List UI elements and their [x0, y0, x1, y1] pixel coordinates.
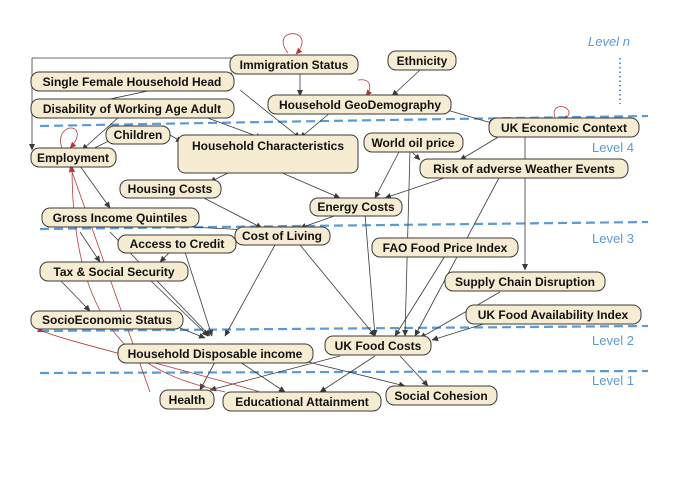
- edge: [399, 355, 429, 387]
- edge: [431, 321, 491, 342]
- node-cost-of-living: Cost of Living: [234, 226, 331, 246]
- svg-text:Gross Income Quintiles: Gross Income Quintiles: [53, 211, 188, 225]
- level-labels: Level n Level 4 Level 3 Level 2 Level 1: [588, 34, 634, 388]
- edge: [79, 231, 101, 263]
- edge: [374, 149, 401, 199]
- edge: [364, 213, 378, 337]
- svg-text:Disability of Working Age Adul: Disability of Working Age Adult: [43, 102, 221, 116]
- node-housing-costs: Housing Costs: [119, 179, 222, 199]
- node-health: Health: [159, 389, 215, 410]
- level-label-n: Level n: [588, 34, 630, 49]
- node-uk-food-costs: UK Food Costs: [324, 335, 432, 356]
- edge: [319, 355, 376, 393]
- node-household-characteristics: Household Characteristics: [177, 134, 359, 174]
- svg-text:UK Food Availability Index: UK Food Availability Index: [478, 308, 629, 322]
- svg-text:Children: Children: [114, 128, 163, 142]
- svg-text:Immigration Status: Immigration Status: [240, 58, 349, 72]
- node-tax-and-social-security: Tax & Social Security: [39, 261, 189, 282]
- svg-text:Single Female Household Head: Single Female Household Head: [43, 75, 222, 89]
- node-household-geodemography: Household GeoDemography: [267, 94, 452, 115]
- node-socioeconomic-status: SocioEconomic Status: [30, 310, 184, 330]
- svg-text:Household Disposable income: Household Disposable income: [128, 347, 303, 361]
- svg-text:Tax & Social Security: Tax & Social Security: [53, 265, 174, 279]
- edge: [459, 135, 501, 161]
- node-ethnicity: Ethnicity: [387, 50, 457, 71]
- edge: [59, 279, 91, 312]
- edge: [209, 355, 341, 392]
- edge: [81, 115, 121, 151]
- node-world-oil-price: World oil price: [363, 132, 464, 153]
- node-social-cohesion: Social Cohesion: [385, 385, 498, 406]
- separator-level-1: [39, 369, 649, 375]
- svg-text:Household Characteristics: Household Characteristics: [192, 139, 344, 153]
- node-gross-income-quintiles: Gross Income Quintiles: [41, 207, 200, 228]
- edge: [384, 175, 451, 199]
- level-label-1: Level 1: [592, 373, 634, 388]
- node-household-disposable-income: Household Disposable income: [117, 343, 314, 364]
- node-educational-attainment: Educational Attainment: [222, 391, 382, 412]
- edge: [239, 361, 286, 393]
- node-access-to-credit: Access to Credit: [117, 234, 237, 254]
- edge-red: [357, 79, 372, 97]
- edge: [391, 69, 421, 97]
- svg-text:FAO Food Price Index: FAO Food Price Index: [383, 241, 508, 255]
- svg-text:Access to Credit: Access to Credit: [130, 237, 225, 251]
- edge-red: [69, 165, 226, 393]
- svg-text:UK Economic Context: UK Economic Context: [501, 121, 627, 135]
- svg-text:UK Food Costs: UK Food Costs: [335, 339, 422, 353]
- node-children: Children: [105, 125, 171, 145]
- level-label-2: Level 2: [592, 333, 634, 348]
- svg-text:Risk of adverse Weather Events: Risk of adverse Weather Events: [433, 162, 615, 176]
- edge: [419, 291, 501, 339]
- svg-text:Health: Health: [169, 393, 206, 407]
- svg-text:Housing Costs: Housing Costs: [128, 182, 213, 196]
- svg-text:Educational Attainment: Educational Attainment: [235, 395, 369, 409]
- node-uk-economic-context: UK Economic Context: [488, 117, 640, 138]
- edge: [239, 89, 301, 139]
- svg-text:Social Cohesion: Social Cohesion: [394, 389, 487, 403]
- svg-text:Cost of Living: Cost of Living: [242, 229, 322, 243]
- edge: [199, 195, 263, 229]
- edge: [224, 244, 276, 337]
- node-uk-food-availability-index: UK Food Availability Index: [465, 304, 642, 325]
- nodes: Immigration Status Ethnicity Single Fema…: [30, 50, 642, 412]
- svg-text:World oil price: World oil price: [371, 136, 454, 150]
- edge: [159, 251, 171, 263]
- svg-text:Household GeoDemography: Household GeoDemography: [279, 98, 441, 112]
- edge: [279, 171, 341, 199]
- node-fao-food-price-index: FAO Food Price Index: [371, 237, 519, 258]
- node-disability-of-working-age-adult: Disability of Working Age Adult: [30, 98, 235, 119]
- node-supply-chain-disruption: Supply Chain Disruption: [444, 271, 606, 292]
- node-energy-costs: Energy Costs: [309, 197, 403, 217]
- edge: [79, 165, 111, 209]
- self-loop: [60, 127, 78, 149]
- svg-text:SocioEconomic Status: SocioEconomic Status: [42, 313, 172, 327]
- svg-text:Employment: Employment: [37, 151, 109, 165]
- node-employment: Employment: [30, 147, 117, 168]
- edge: [199, 361, 216, 391]
- svg-text:Ethnicity: Ethnicity: [397, 54, 448, 68]
- edge: [149, 279, 209, 337]
- svg-text:Energy Costs: Energy Costs: [317, 200, 395, 214]
- node-single-female-household-head: Single Female Household Head: [30, 71, 235, 92]
- node-risk-of-adverse-weather-events: Risk of adverse Weather Events: [419, 158, 629, 179]
- self-loop: [282, 33, 303, 55]
- edge: [394, 255, 446, 337]
- svg-text:Supply Chain Disruption: Supply Chain Disruption: [455, 275, 595, 289]
- node-immigration-status: Immigration Status: [229, 54, 359, 75]
- edge: [299, 244, 376, 337]
- edge: [184, 251, 214, 337]
- separator-level-3: [39, 220, 649, 231]
- level-label-3: Level 3: [592, 231, 634, 246]
- self-loop: [553, 106, 570, 121]
- edge: [179, 327, 206, 339]
- level-label-4: Level 4: [592, 140, 634, 155]
- edge: [299, 359, 406, 388]
- edge: [299, 112, 331, 139]
- separator-level-2: [39, 324, 649, 333]
